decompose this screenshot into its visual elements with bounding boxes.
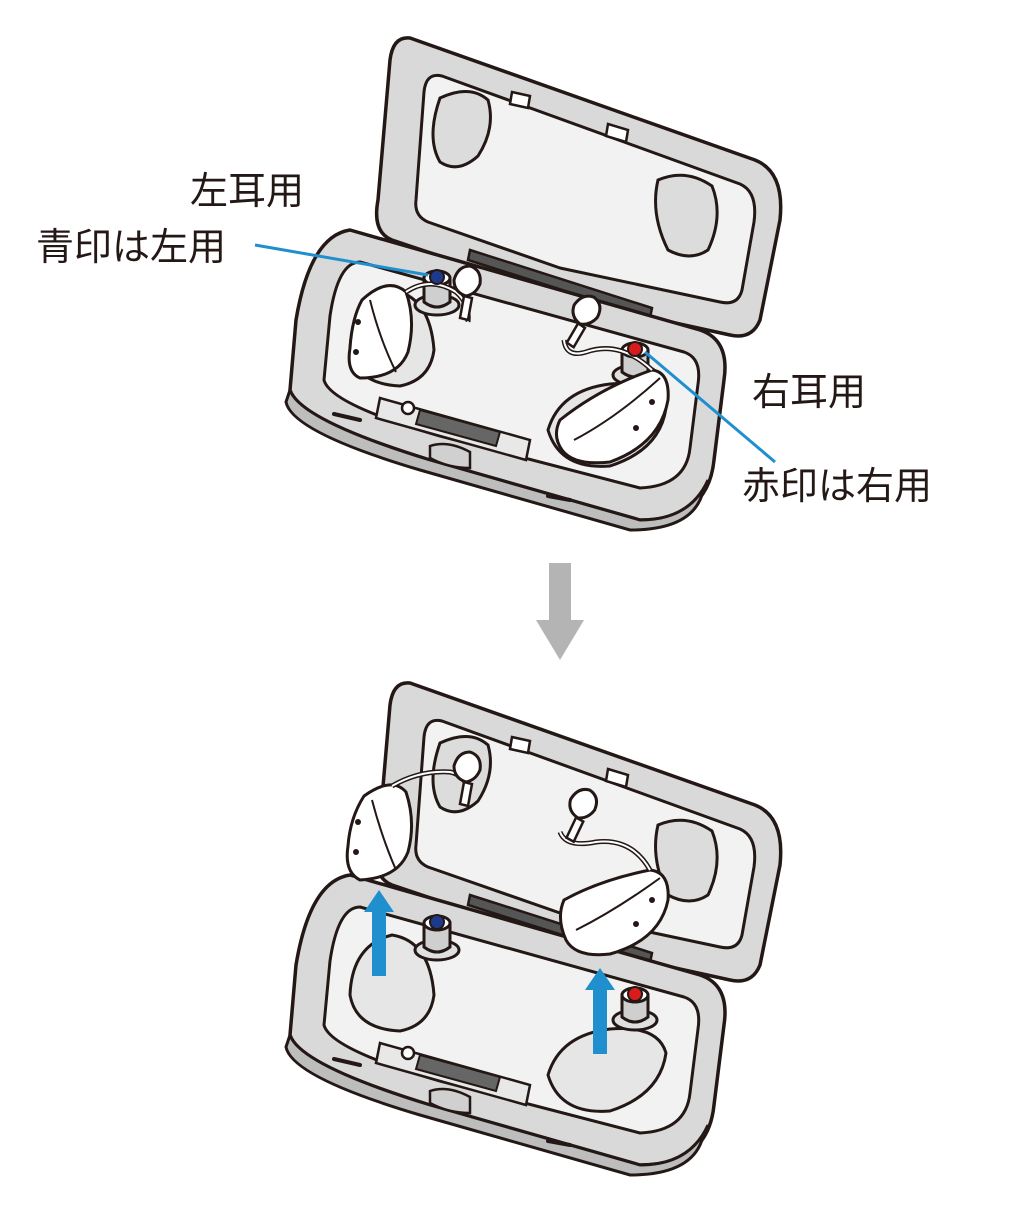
blue-mark-left-bottom xyxy=(429,914,445,930)
left-ear-label: 左耳用 xyxy=(190,169,305,213)
blue-mark-left xyxy=(429,269,445,285)
case-bottom xyxy=(284,680,783,1177)
right-ear-label: 右耳用 xyxy=(752,370,867,414)
right-mark-label: 赤印は右用 xyxy=(742,464,933,508)
right-hearing-aid-lifted xyxy=(557,830,670,957)
red-mark-right xyxy=(627,341,643,357)
down-arrow-icon xyxy=(536,563,584,660)
left-callout-line xyxy=(254,243,429,277)
red-mark-right-bottom xyxy=(627,986,643,1002)
right-callout-line xyxy=(644,350,776,464)
left-mark-label: 青印は左用 xyxy=(36,225,227,269)
case-top xyxy=(284,35,783,532)
up-arrow-icon xyxy=(585,968,615,1054)
up-arrow-icon xyxy=(364,890,394,976)
